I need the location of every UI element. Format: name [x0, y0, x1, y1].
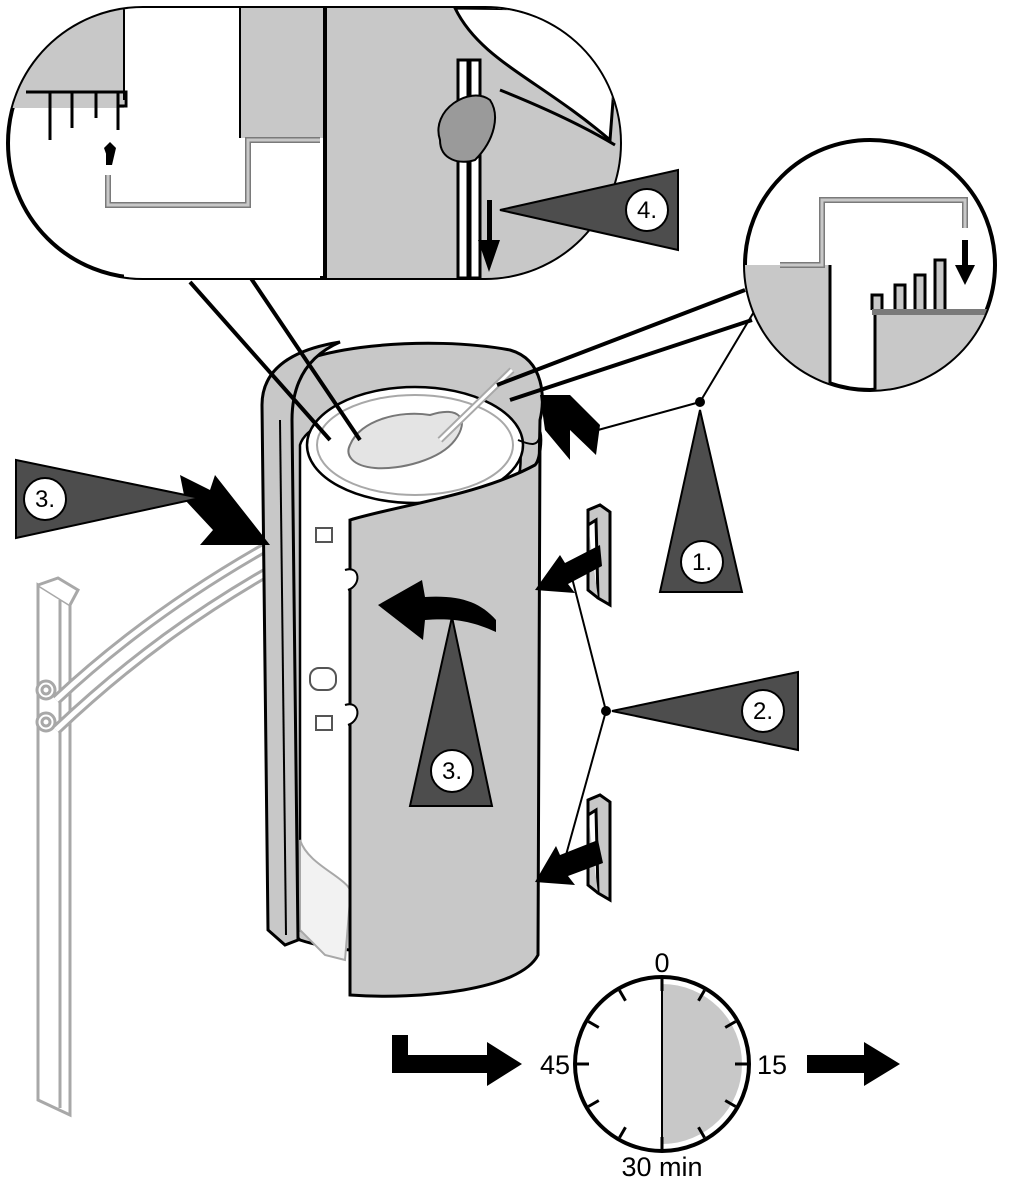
step-2-label: 2. — [753, 698, 773, 725]
timer-tick — [724, 1099, 737, 1108]
timer-tick — [587, 1099, 600, 1108]
timer-ticks — [577, 979, 747, 1149]
step-pointer-3-center: 3. — [408, 616, 494, 807]
step-pointer-2: 2. — [611, 670, 799, 752]
timer-tick — [724, 1020, 737, 1029]
timer-output-arrow — [807, 1042, 900, 1086]
timer: 0 15 30 min 45 — [540, 948, 787, 1182]
insert-arrow-left — [180, 475, 270, 545]
timer-label-15: 15 — [757, 1050, 787, 1080]
timer-label-45: 45 — [540, 1050, 570, 1080]
wall-rail — [35, 576, 80, 1118]
timer-label-30: 30 min — [621, 1152, 702, 1182]
step-3-center-label: 3. — [442, 758, 462, 785]
callout-leaders — [188, 266, 771, 856]
water-heater — [260, 340, 544, 998]
step-pointer-1: 1. — [658, 409, 744, 593]
clip-arrow-upper — [535, 545, 602, 593]
timer-tick — [697, 1126, 706, 1139]
step-4-label: 4. — [637, 197, 657, 224]
timer-tick — [697, 989, 706, 1002]
timer-input-arrow — [392, 1035, 522, 1086]
slide-arrow-top — [540, 395, 600, 460]
timer-tick — [587, 1020, 600, 1029]
timer-elapsed-fill — [662, 984, 742, 1144]
step-1-label: 1. — [692, 549, 712, 576]
detail-bubble-right — [743, 138, 997, 392]
timer-tick — [618, 1126, 627, 1139]
clip-arrow-lower — [535, 840, 603, 885]
detail-bubble-top — [6, 6, 622, 280]
step-pointer-3-left: 3. — [15, 458, 201, 540]
step-3-left-label: 3. — [35, 486, 55, 513]
rotate-arrow — [378, 580, 496, 640]
timer-label-0: 0 — [654, 948, 669, 978]
timer-tick — [618, 989, 627, 1002]
step-pointer-4: 4. — [499, 168, 679, 252]
